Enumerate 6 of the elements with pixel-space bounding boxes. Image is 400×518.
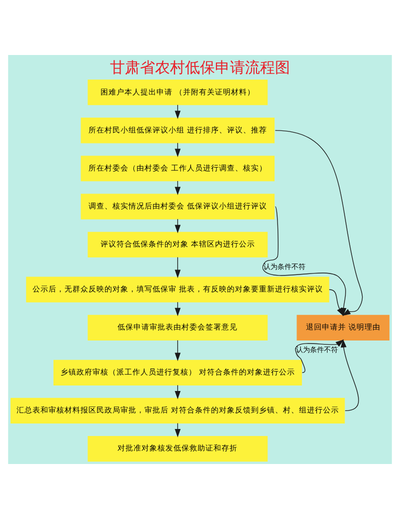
diagram-title: 甘肃省农村低保申请流程图 [110,58,290,76]
arrow [174,256,181,278]
arrow [328,288,344,316]
arrow [295,339,344,372]
arrow [340,338,359,411]
arrow [174,339,181,361]
